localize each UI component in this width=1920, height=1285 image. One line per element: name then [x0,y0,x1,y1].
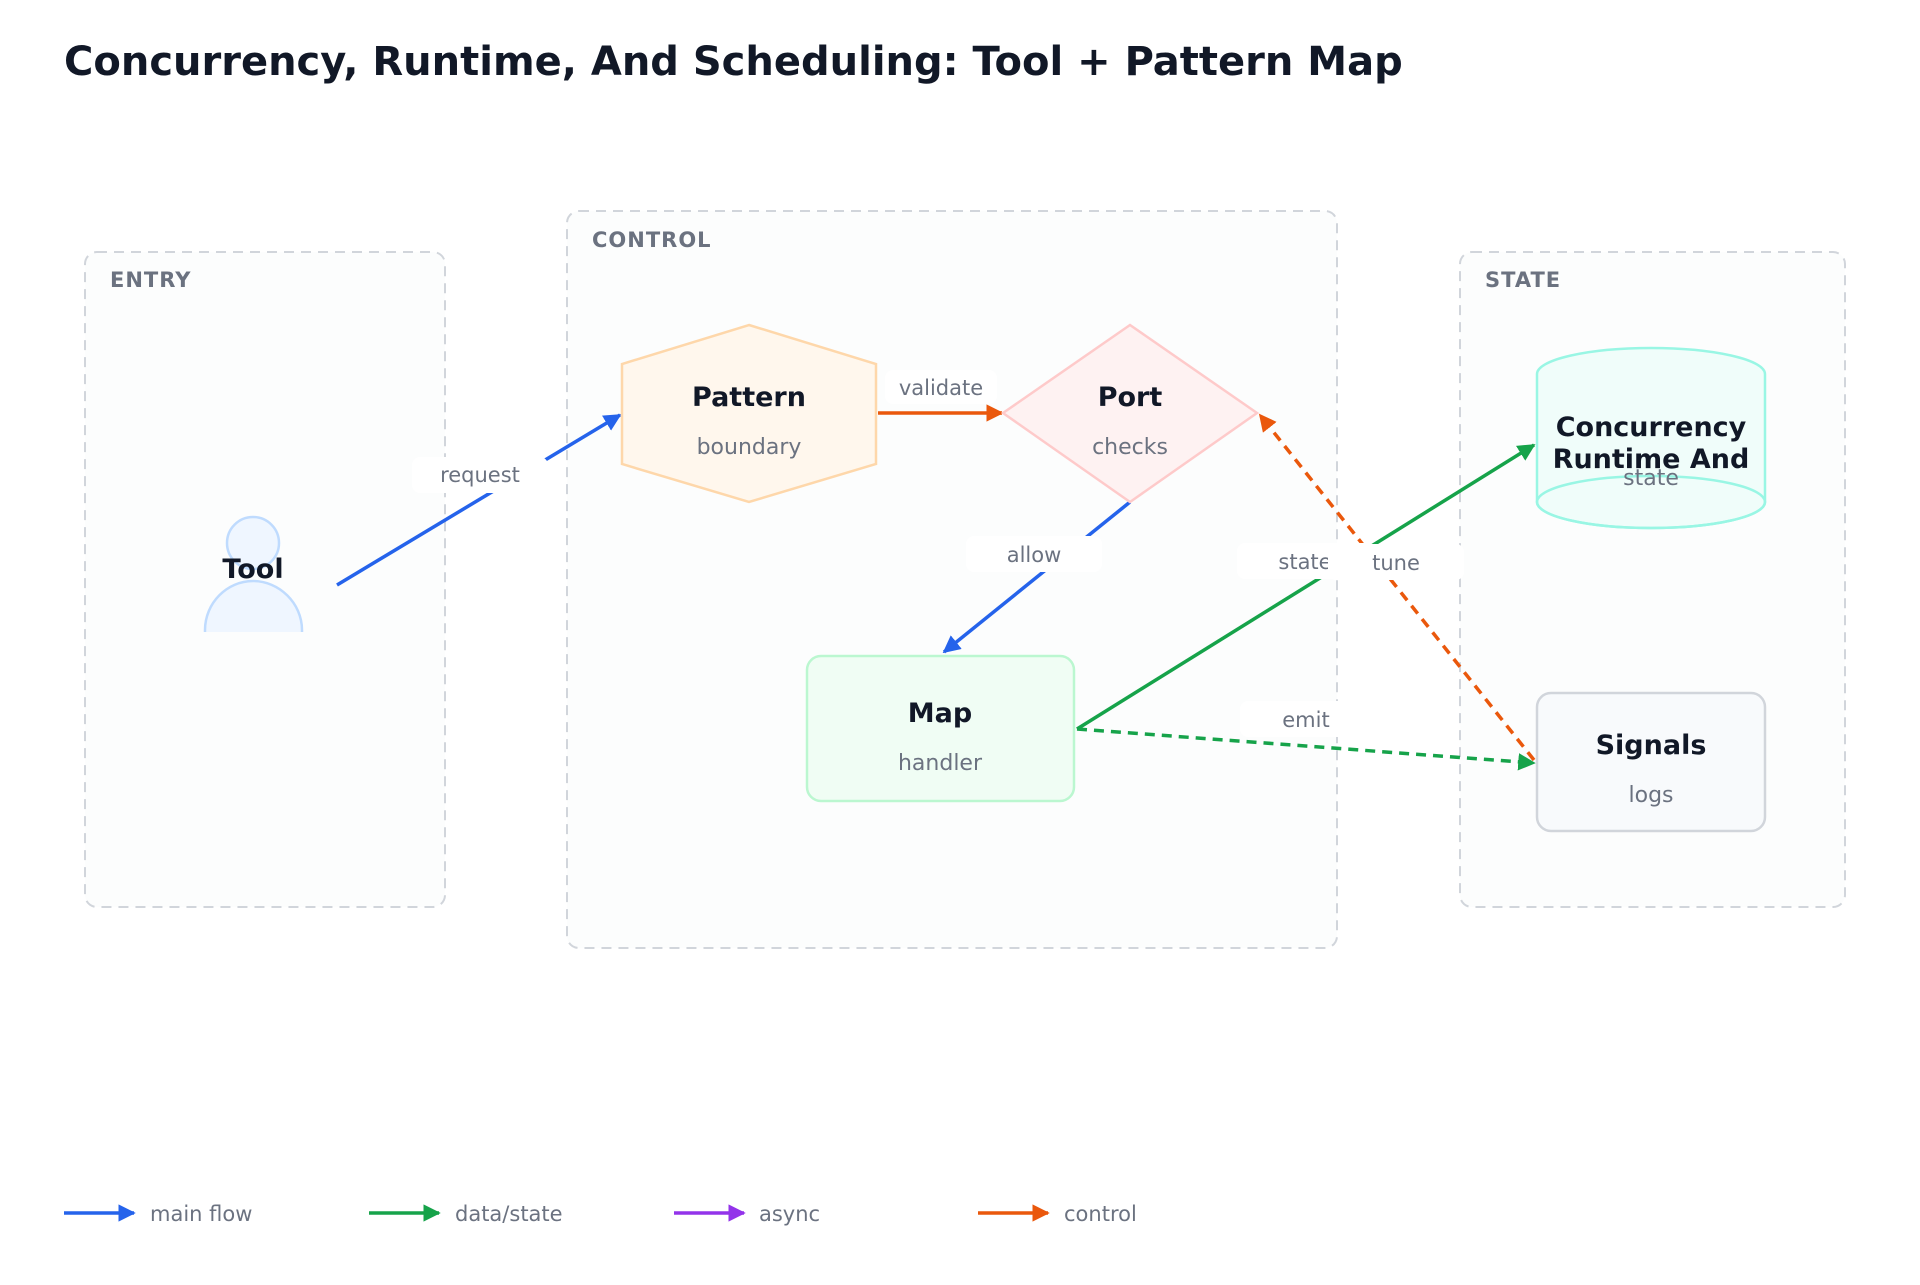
node-pattern-sub: boundary [697,435,802,460]
node-tool[interactable]: Tool [203,515,304,632]
node-map[interactable]: Map handler [805,654,1076,803]
signals-box [1535,691,1767,833]
svg-text:allow: allow [1007,543,1062,567]
legend-main-flow: main flow [64,1202,252,1226]
legend: main flow data/state async control [64,1202,1137,1226]
node-port-title: Port [1098,382,1163,413]
edge-label-tune: tune [1328,544,1464,580]
edge-label-request: request [412,457,548,493]
edge-allow [942,500,1132,654]
legend-data-state-label: data/state [455,1202,563,1226]
svg-text:state: state [1278,550,1331,574]
node-store[interactable]: Concurrency Runtime And state [1535,346,1767,530]
edge-tune [1258,413,1536,762]
edge-state [1076,443,1536,731]
node-store-title-line2: Runtime And [1553,444,1750,475]
legend-main-flow-label: main flow [150,1202,252,1226]
node-map-sub: handler [898,751,983,776]
svg-text:emit: emit [1282,708,1329,732]
diamond-shape [1000,323,1260,504]
edge-request [336,413,622,587]
svg-text:request: request [440,463,520,487]
map-box [805,654,1076,803]
group-control: CONTROL [566,210,1338,949]
group-entry-label: ENTRY [110,268,191,292]
node-tool-title: Tool [222,554,283,585]
legend-async-label: async [759,1202,820,1226]
node-pattern[interactable]: Pattern boundary [620,323,878,504]
legend-control-label: control [1064,1202,1137,1226]
node-signals-title: Signals [1596,730,1707,761]
actor-head-icon [225,515,281,571]
hexagon-shape [620,323,878,504]
node-store-title-line1: Concurrency [1556,412,1747,443]
node-port-sub: checks [1092,435,1168,460]
actor-body-icon [203,579,304,632]
svg-text:tune: tune [1372,551,1420,575]
group-entry: ENTRY [84,251,446,908]
node-pattern-title: Pattern [692,382,806,413]
node-signals-sub: logs [1629,783,1674,808]
node-signals[interactable]: Signals logs [1535,691,1767,833]
legend-async: async [674,1202,820,1226]
database-rim [1535,474,1767,530]
node-port[interactable]: Port checks [1000,323,1260,504]
node-map-title: Map [908,698,972,729]
edge-emit [1076,727,1536,771]
svg-text:validate: validate [899,376,983,400]
edge-label-allow: allow [966,536,1102,572]
edge-label-validate: validate [885,370,997,404]
group-state-label: STATE [1485,268,1561,292]
edge-label-emit: emit [1240,701,1376,737]
legend-data-state: data/state [369,1202,563,1226]
legend-control: control [978,1202,1137,1226]
page-title: Concurrency, Runtime, And Scheduling: To… [64,39,1403,85]
group-control-label: CONTROL [592,228,712,252]
node-store-sub: state [1623,466,1679,491]
